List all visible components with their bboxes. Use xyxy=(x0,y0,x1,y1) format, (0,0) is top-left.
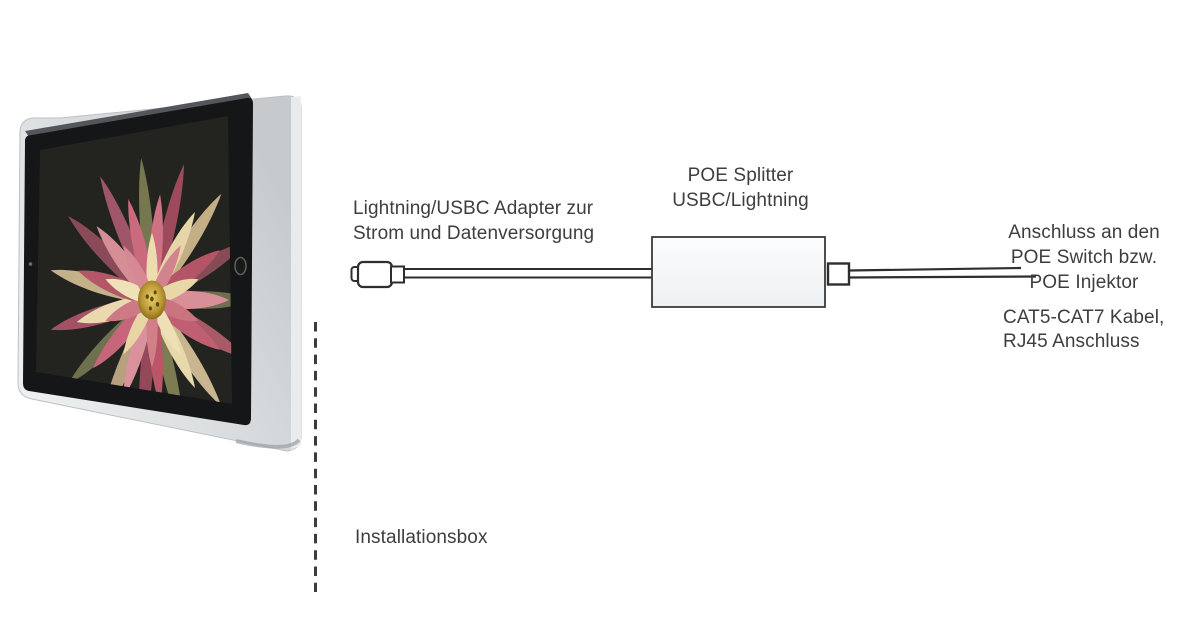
switch-label-line1: Anschluss an den xyxy=(1008,222,1160,243)
splitter-label-line2: USBC/Lightning xyxy=(672,190,809,211)
poe-splitter-box xyxy=(651,236,826,308)
adapter-label-line1: Lightning/USBC Adapter zur xyxy=(353,198,594,219)
lightning-connector xyxy=(350,260,405,289)
cable-label-line2: RJ45 Anschluss xyxy=(1003,331,1140,352)
switch-label-line2: POE Switch bzw. xyxy=(1010,247,1158,268)
frame-bottom-rim xyxy=(235,438,301,449)
frame-edge-highlight xyxy=(291,96,301,450)
rj45-connector xyxy=(826,262,851,286)
switch-label-line3: POE Injektor xyxy=(1029,272,1139,293)
tablet-top-face xyxy=(25,93,252,137)
usb-cable xyxy=(404,268,652,279)
ethernet-cable xyxy=(848,266,1037,279)
ethernet-cable-label: CAT5-CAT7 Kabel, RJ45 Anschluss xyxy=(1003,306,1164,354)
splitter-label-line1: POE Splitter xyxy=(687,165,794,186)
cable-label-line1: CAT5-CAT7 Kabel, xyxy=(1003,307,1165,328)
adapter-cable-label: Lightning/USBC Adapter zur Strom und Dat… xyxy=(353,196,594,246)
wall-mounted-tablet xyxy=(17,93,302,452)
flower-center-specks xyxy=(145,290,160,311)
poe-splitter-label: POE Splitter USBC/Lightning xyxy=(630,163,851,213)
camera-icon xyxy=(28,262,33,266)
installation-box-label: Installationsbox xyxy=(355,527,488,548)
poe-switch-label: Anschluss an den POE Switch bzw. POE Inj… xyxy=(984,220,1184,295)
home-button xyxy=(234,256,247,276)
dahlia-flower-image xyxy=(49,157,232,404)
adapter-label-line2: Strom und Datenversorgung xyxy=(353,223,595,244)
